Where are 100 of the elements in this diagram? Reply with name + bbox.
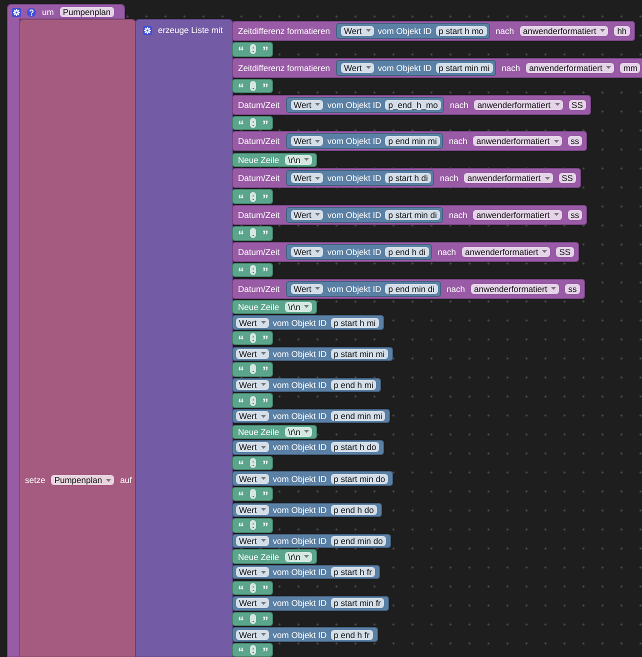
newline-block: [232, 300, 318, 314]
quote-mark: ”: [262, 460, 268, 465]
quote-mark: “: [238, 84, 244, 88]
value-block: [232, 378, 382, 392]
block-label: setze: [25, 475, 46, 485]
text-field: :: [250, 44, 256, 54]
block-label: Neue Zeile: [238, 302, 280, 312]
value-block: [286, 133, 443, 150]
block-label: nach: [446, 284, 465, 294]
text-field: p start min fr: [330, 598, 384, 608]
block-label: auf: [120, 475, 132, 485]
dropdown: Wert: [236, 442, 269, 452]
format-block: [232, 168, 581, 188]
dropdown: Wert: [236, 567, 269, 578]
text-field: p start h di: [385, 173, 431, 184]
dropdown: Wert: [236, 318, 269, 328]
block-label: Neue Zeile: [238, 426, 280, 437]
dropdown: Wert: [236, 630, 269, 640]
text-block: [232, 456, 274, 470]
quote-mark: “: [238, 231, 244, 236]
text-block: [232, 362, 274, 377]
block-label: erzeuge Liste mit: [158, 25, 223, 35]
quote-mark: “: [238, 194, 244, 199]
text-field: SS: [568, 100, 586, 110]
quote-mark: ”: [262, 492, 268, 496]
quote-mark: ”: [262, 648, 268, 652]
text-block: [232, 116, 274, 130]
text-block: [232, 262, 274, 278]
text-block: [232, 393, 274, 408]
text-field: :: [250, 333, 256, 344]
newline-block: [232, 152, 318, 168]
block-label: um: [42, 7, 54, 17]
value-block: [286, 280, 441, 297]
block-label: Datum/Zeit: [238, 284, 280, 294]
block-label: vom Objekt ID: [272, 536, 327, 546]
dropdown: anwenderformatiert: [520, 26, 608, 36]
value-block: [232, 596, 389, 611]
text-block: [232, 78, 274, 94]
format-block: [232, 204, 588, 226]
block-label: nach: [450, 100, 468, 110]
quote-mark: “: [238, 616, 244, 621]
text-field: p start h mi: [330, 318, 379, 328]
dropdown: anwenderformatiert: [473, 136, 562, 146]
value-block: [232, 408, 390, 424]
value-block: [232, 627, 378, 642]
value-block: [232, 564, 380, 580]
text-field: p start min di: [385, 210, 440, 220]
text-field: .: [250, 228, 256, 238]
text-field: p end h mi: [330, 380, 376, 390]
text-field: p end min di: [385, 284, 438, 294]
block-label: vom Objekt ID: [272, 348, 327, 359]
text-block: [232, 226, 274, 241]
block-label: Datum/Zeit: [238, 173, 280, 184]
text-field: Pumpenplan: [60, 7, 114, 17]
quote-mark: ”: [262, 367, 268, 372]
dropdown: Wert: [290, 210, 324, 220]
text-field: p start min mi: [436, 62, 493, 73]
text-field: .: [250, 614, 256, 624]
block-label: Neue Zeile: [238, 552, 280, 562]
format-block: [232, 278, 585, 299]
quote-mark: “: [238, 336, 244, 340]
text-field: :: [250, 520, 256, 530]
value-block: [336, 60, 496, 76]
block-label: Zeitdifferenz formatieren: [238, 62, 330, 73]
block-label: vom Objekt ID: [327, 136, 382, 146]
quote-mark: ”: [262, 120, 268, 125]
dropdown: anwenderformatiert: [462, 246, 550, 257]
quote-mark: “: [238, 523, 244, 528]
quote-mark: “: [238, 460, 244, 465]
block-label: Datum/Zeit: [238, 136, 280, 146]
dropdown: anwenderformatiert: [470, 284, 560, 294]
text-field: :: [250, 582, 256, 593]
dropdown: Wert: [236, 474, 269, 484]
dropdown: \r\n: [285, 426, 312, 437]
newline-block: [232, 424, 318, 440]
value-block: [286, 170, 434, 186]
dropdown: anwenderformatiert: [464, 173, 553, 184]
text-field: p end h do: [330, 504, 377, 515]
dropdown: Wert: [236, 598, 269, 608]
text-field: :: [250, 118, 256, 128]
dropdown: anwenderformatiert: [526, 62, 614, 73]
text-field: p_end_h_mo: [385, 100, 441, 110]
text-field: p start min mi: [330, 348, 388, 359]
value-block: [232, 315, 384, 330]
list-block: [135, 19, 233, 657]
block-label: vom Objekt ID: [272, 598, 327, 608]
text-field: .: [250, 364, 256, 374]
block-label: vom Objekt ID: [272, 504, 327, 515]
dropdown: Wert: [236, 411, 269, 422]
quote-mark: “: [238, 47, 244, 52]
text-field: p start h do: [330, 442, 380, 452]
dropdown: Wert: [290, 173, 324, 184]
dropdown: Wert: [290, 246, 324, 257]
text-block: [232, 642, 274, 657]
block-label: nach: [448, 210, 468, 220]
format-block: [232, 20, 635, 42]
text-block: [232, 518, 274, 533]
dropdown: Pumpenplan: [51, 475, 114, 485]
quote-mark: ”: [262, 616, 268, 621]
quote-mark: “: [238, 268, 244, 272]
